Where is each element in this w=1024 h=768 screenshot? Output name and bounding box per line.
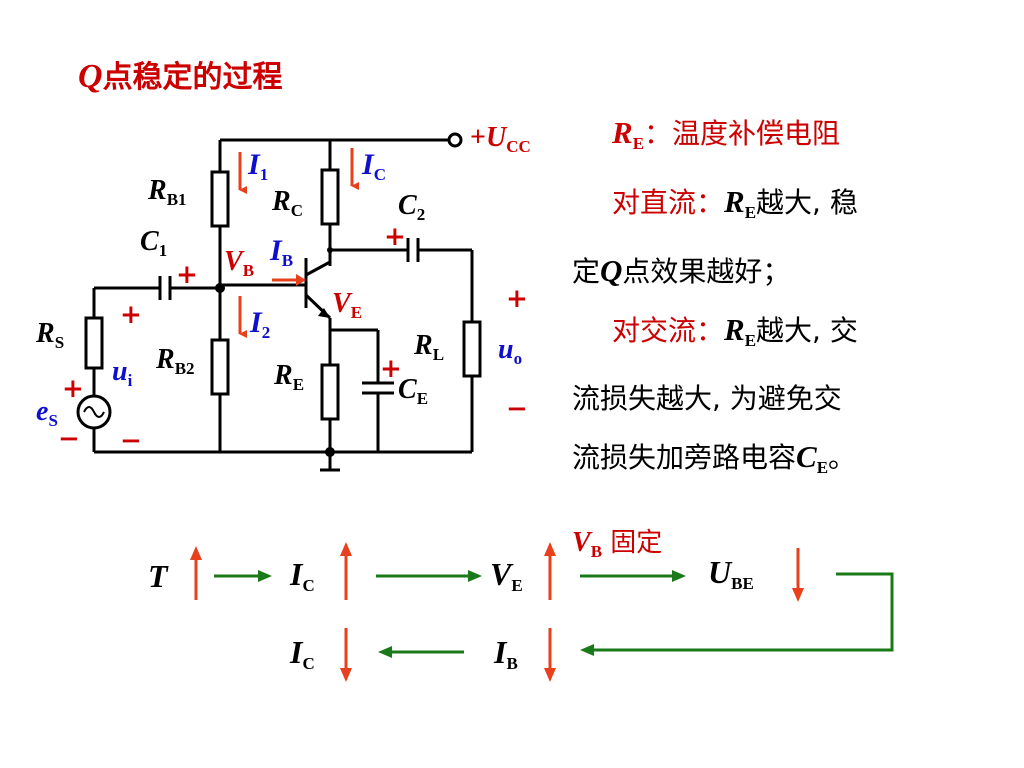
flow-vb-fixed: VB 固定: [572, 527, 663, 561]
explanation-text: RE：温度补偿电阻 对直流：RE越大, 稳 定Q点效果越好； 对交流：RE越大,…: [572, 104, 1002, 497]
c1-plus: +: [176, 260, 198, 290]
ib-label: IB: [270, 234, 294, 270]
c2-plus: +: [384, 222, 406, 252]
ac-line-3: 流损失加旁路电容CE。: [572, 439, 857, 477]
flow-t: T: [148, 558, 168, 594]
rs-label: RS: [36, 318, 65, 352]
c1-label: C1: [140, 226, 168, 260]
heading-line: RE：温度补偿电阻: [612, 115, 841, 153]
ucc-label: +UCC: [470, 122, 531, 156]
title-text: 点稳定的过程: [102, 60, 283, 95]
flow-ic: IC: [290, 556, 315, 595]
uo-plus: +: [506, 284, 528, 314]
flow-ube: UBE: [708, 554, 754, 593]
ui-plus: +: [120, 300, 142, 330]
ui-label: ui: [112, 356, 133, 390]
i1-label: I1: [248, 148, 269, 184]
flow-ic-2: IC: [290, 634, 315, 673]
page-title: Q点稳定的过程: [78, 52, 283, 96]
flow-ib: IB: [494, 634, 518, 673]
uo-label: uo: [498, 334, 523, 368]
c2-label: C2: [398, 190, 426, 224]
rc-label: RC: [272, 186, 303, 220]
title-q: Q: [78, 58, 103, 95]
ui-minus: −: [120, 426, 142, 456]
es-label: eS: [36, 396, 58, 430]
es-minus: −: [58, 424, 80, 454]
ac-line: 对交流：RE越大, 交: [612, 312, 858, 350]
re-label: RE: [274, 360, 305, 394]
dc-line-2: 定Q点效果越好；: [572, 253, 791, 288]
ac-line-2: 流损失越大, 为避免交: [572, 382, 842, 415]
ce-label: CE: [398, 374, 429, 408]
rb1-label: RB1: [148, 175, 187, 209]
es-plus: +: [62, 374, 84, 404]
rl-label: RL: [414, 330, 445, 364]
dc-line: 对直流：RE越大, 稳: [612, 184, 858, 222]
ve-label: VE: [332, 288, 363, 322]
vb-label: VB: [224, 246, 255, 280]
i2-label: I2: [250, 306, 271, 342]
rb2-label: RB2: [156, 344, 195, 378]
ce-plus: +: [380, 354, 402, 384]
flow-ve: VE: [490, 556, 523, 595]
ic-label: IC: [362, 148, 386, 184]
uo-minus: −: [506, 394, 528, 424]
